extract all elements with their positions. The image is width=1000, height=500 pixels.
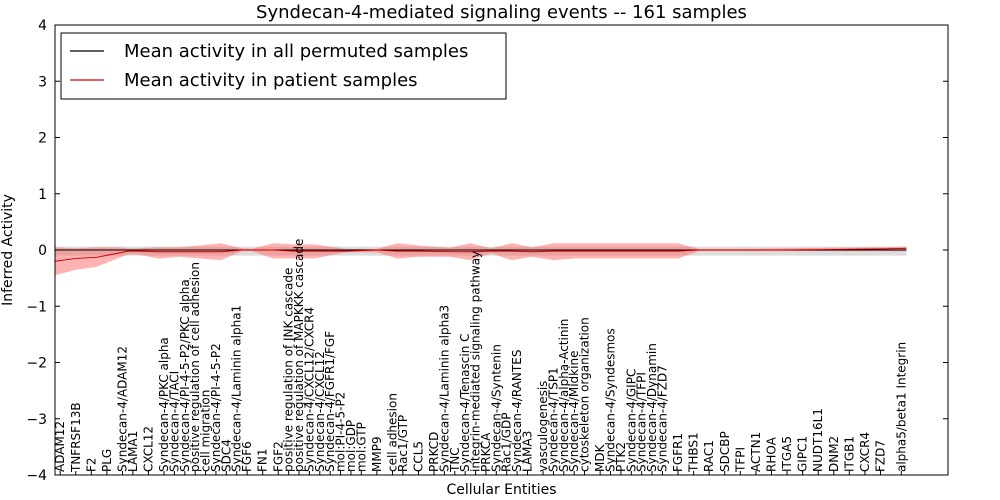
x-tick-label: integrin-mediated signaling pathway bbox=[469, 251, 483, 472]
x-tick-label: Syndecan-4/Laminin alpha1 bbox=[230, 305, 244, 472]
x-tick-label: FGF6 bbox=[240, 441, 254, 472]
x-tick-label: CXCL12 bbox=[141, 426, 155, 472]
x-tick-label: SDC4 bbox=[219, 439, 233, 472]
x-tick-label: Syndecan-4/TSP1 bbox=[546, 367, 560, 472]
x-tick-label: cell adhesion bbox=[385, 393, 399, 472]
x-tick-label: SDCBP bbox=[718, 431, 732, 472]
x-tick-label: LAMA1 bbox=[126, 431, 140, 472]
x-tick-label: MMP9 bbox=[370, 436, 384, 472]
y-tick-label: 4 bbox=[38, 18, 47, 34]
x-tick-label: RHOA bbox=[764, 436, 778, 472]
x-tick-label: Syndecan-4/ADAM12 bbox=[115, 346, 129, 472]
x-axis-label: Cellular Entities bbox=[446, 482, 556, 498]
y-axis: 4 3 2 1 0 −1 −2 −3 −4 bbox=[26, 18, 948, 484]
legend-label-permuted: Mean activity in all permuted samples bbox=[124, 41, 468, 62]
x-tick-label: DNM2 bbox=[827, 436, 841, 472]
x-tick-label: FN1 bbox=[256, 448, 270, 472]
series-line-patient bbox=[54, 247, 907, 262]
x-tick-label: positive regulation of MAPKKK cascade bbox=[292, 239, 306, 472]
x-tick-label: CCL5 bbox=[411, 441, 425, 472]
x-tick-label: positive regulation of JNK cascade bbox=[282, 268, 296, 472]
x-tick-label: ITGB1 bbox=[842, 436, 856, 472]
confidence-band-patient bbox=[55, 243, 907, 276]
x-tick-label: TNC bbox=[448, 447, 462, 473]
x-tick-label: Syndecan-4/PI-4-5-P2 bbox=[209, 343, 223, 472]
x-tick-label: F2 bbox=[84, 457, 98, 472]
x-tick-label: Syndecan-4/TFPI bbox=[635, 372, 649, 472]
x-tick-label: Syndecan-4/Syntenin bbox=[489, 344, 503, 472]
x-tick-label: MDK bbox=[593, 443, 607, 472]
x-tick-label: cell migration bbox=[199, 390, 213, 472]
x-tick-label: Syndecan-4/RANTES bbox=[510, 350, 524, 472]
x-tick-label: CXCR4 bbox=[858, 432, 872, 472]
x-tick-label: PLG bbox=[100, 449, 114, 472]
x-tick-label: THBS1 bbox=[687, 432, 701, 473]
x-tick-label: Syndecan-4/CXCL12 bbox=[313, 351, 327, 472]
chart-title: Syndecan-4-mediated signaling events -- … bbox=[256, 2, 747, 23]
legend: Mean activity in all permuted samples Me… bbox=[60, 32, 507, 100]
x-tick-label: PRKCD bbox=[427, 432, 441, 472]
x-tick-label: TNFRSF13B bbox=[69, 402, 83, 473]
x-tick-label: Syndecan-4/Syndesmos bbox=[604, 328, 618, 472]
y-tick-label: −4 bbox=[26, 468, 47, 484]
y-tick-label: 1 bbox=[38, 187, 47, 203]
x-tick-label: TFPI bbox=[733, 447, 747, 473]
x-tick-label: vasculogenesis bbox=[536, 381, 550, 472]
y-axis-label: Inferred Activity bbox=[0, 194, 16, 306]
y-tick-label: −3 bbox=[26, 412, 47, 428]
y-tick-label: −2 bbox=[26, 356, 47, 372]
x-tick-label: ITGA5 bbox=[780, 436, 794, 472]
x-tick-label: GIPC1 bbox=[796, 436, 810, 472]
x-tick-label: Rac1/GTP bbox=[396, 415, 410, 472]
y-tick-label: 0 bbox=[38, 243, 47, 259]
y-tick-label: −1 bbox=[26, 299, 47, 315]
x-tick-label: Syndecan-4/Laminin alpha3 bbox=[437, 305, 451, 472]
x-tick-label: NUDT16L1 bbox=[811, 408, 825, 472]
x-tick-label: Rac1/GDP bbox=[500, 413, 514, 472]
x-tick-label: LAMA3 bbox=[520, 431, 534, 472]
x-tick-label: Syndecan-4/GIPC bbox=[624, 369, 638, 472]
x-tick-label: Syndecan-4/FGFR1/FGF bbox=[323, 331, 337, 472]
x-tick-label: PTK2 bbox=[614, 442, 628, 472]
x-tick-label: FGF2 bbox=[271, 441, 285, 472]
x-tick-label: Syndecan-4/FZD7 bbox=[655, 365, 669, 472]
x-tick-label: mol:GTP bbox=[354, 422, 368, 472]
x-tick-label: Syndecan-4/alpha-Actinin bbox=[557, 319, 571, 472]
x-tick-label: Syndecan-4/CXCL12/CXCR4 bbox=[302, 307, 316, 472]
x-tick-label: ADAM12 bbox=[53, 421, 67, 472]
x-tick-label: FGFR1 bbox=[671, 433, 685, 472]
x-tick-label: Syndecan-4/PI-4-5-P2/PKC alpha bbox=[178, 279, 192, 472]
x-tick-label: PRKCA bbox=[479, 432, 493, 472]
legend-box bbox=[60, 32, 507, 100]
x-tick-label: mol:PI-4-5-P2 bbox=[334, 392, 348, 472]
x-tick-label: ACTN1 bbox=[749, 432, 763, 472]
x-tick-label: positive regulation of cell adhesion bbox=[188, 262, 202, 472]
x-tick-label: Syndecan-4/Dynamin bbox=[645, 343, 659, 472]
x-tick-label: Syndecan-4/Midkine bbox=[567, 351, 581, 472]
series-lines bbox=[54, 247, 907, 262]
legend-label-patient: Mean activity in patient samples bbox=[124, 70, 418, 91]
x-tick-label: Syndecan-4/PKC alpha bbox=[157, 337, 171, 472]
x-tick-label: mol:GDP bbox=[344, 420, 358, 472]
x-tick-label: alpha5/beta1 Integrin bbox=[894, 342, 908, 472]
x-tick-label: Syndecan-4/TACI bbox=[167, 371, 181, 472]
x-tick-label: cytoskeleton organization bbox=[578, 317, 592, 472]
y-tick-label: 2 bbox=[38, 131, 47, 147]
y-tick-label: 3 bbox=[38, 74, 47, 90]
x-tick-label: Syndecan-4/Tenascin C bbox=[458, 333, 472, 472]
x-tick-label: FZD7 bbox=[874, 440, 888, 472]
x-tick-label: RAC1 bbox=[702, 440, 716, 472]
